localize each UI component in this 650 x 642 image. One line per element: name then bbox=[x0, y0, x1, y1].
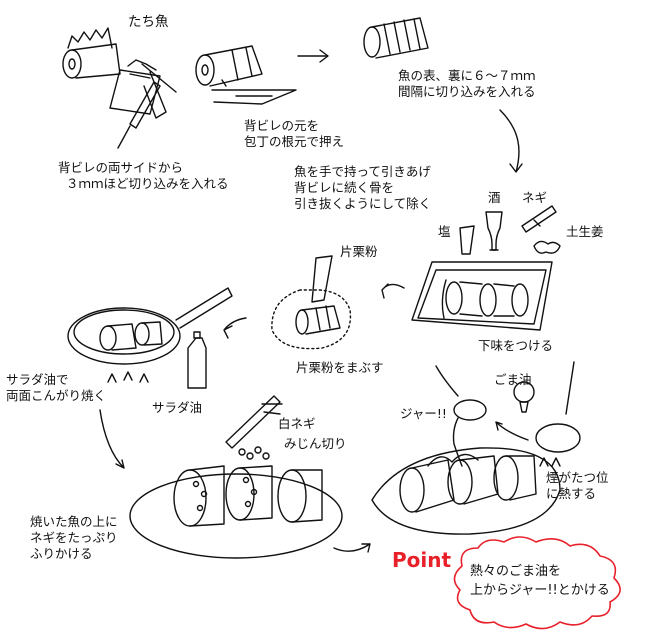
step1-line1: 背ビレの両サイドから bbox=[58, 160, 184, 175]
point-line1: 熱々のごま油を bbox=[470, 564, 562, 579]
heating-ladle-icon bbox=[535, 361, 581, 467]
step1-line2: ３ｍｍほど切り込みを入れる bbox=[66, 176, 229, 191]
point-bubble-icon bbox=[453, 536, 621, 630]
arrow-down-curve-icon bbox=[499, 109, 523, 173]
goma-oil-label: ごま油 bbox=[494, 372, 532, 387]
arrow-step8-to-9-icon bbox=[333, 543, 371, 553]
marinating-tray-icon bbox=[411, 261, 553, 331]
katakuriko-label: 片栗粉 bbox=[340, 244, 378, 259]
plate-sizzling-fish-icon bbox=[371, 447, 561, 535]
arrow-step7-to-8-icon bbox=[99, 409, 125, 469]
step8-label: 焼いた魚の上に ネギをたっぷり ふりかける bbox=[30, 514, 118, 562]
step4-line3: 引き抜くようにして除く bbox=[294, 196, 432, 211]
shiro-negi-label: 白ネギ bbox=[278, 416, 316, 431]
shiro-negi-icon bbox=[225, 395, 283, 449]
sfx-label: ジャー!! bbox=[400, 406, 447, 421]
sake-label: 酒 bbox=[488, 190, 501, 205]
fish-roll-with-fin-icon bbox=[62, 27, 121, 79]
goma-oil-bottle-icon bbox=[513, 381, 535, 413]
recipe-title: たち魚 bbox=[128, 14, 169, 30]
step2-line1: 背ビレの元を bbox=[244, 118, 320, 133]
step8-line1: 焼いた魚の上に bbox=[30, 514, 118, 529]
point-label: Point bbox=[392, 548, 452, 572]
step3-line2: 間隔に切り込みを入れる bbox=[398, 84, 536, 99]
step7-line2: 両面こんがり焼く bbox=[6, 388, 107, 403]
ginger-icon bbox=[533, 240, 561, 254]
step9-label: 煙がたつ位 に熱する bbox=[546, 470, 609, 502]
sake-bottle-icon bbox=[485, 211, 503, 251]
step2-line2: 包丁の根元で押え bbox=[244, 134, 345, 149]
knife-icon bbox=[117, 81, 161, 149]
sizzle-marks-icon bbox=[107, 371, 149, 383]
salt-shaker-icon bbox=[459, 225, 475, 255]
arrow-heat-to-pour-icon bbox=[495, 421, 529, 441]
step7-label: サラダ油で 両面こんがり焼く bbox=[6, 372, 106, 404]
step4-line1: 魚を手で持って引きあげ bbox=[294, 164, 431, 179]
arrow-step2-to-3-icon bbox=[297, 49, 329, 63]
ginger-label: 土生姜 bbox=[566, 224, 604, 239]
step3-line1: 魚の表、裏に６～７ｍｍ bbox=[398, 68, 536, 83]
step9-line2: に熱する bbox=[546, 486, 597, 501]
step8-line2: ネギをたっぷり bbox=[30, 530, 118, 545]
arrow-step6-to-7-icon bbox=[223, 317, 247, 339]
step5-label: 下味をつける bbox=[478, 338, 554, 353]
step6-label: 片栗粉をまぶす bbox=[296, 360, 384, 375]
step4-label: 魚を手で持って引きあげ 背ビレに続く骨を 引き抜くようにして除く bbox=[294, 164, 431, 212]
step4-line2: 背ビレに続く骨を bbox=[294, 180, 395, 195]
negi-label: ネギ bbox=[522, 190, 548, 205]
step7-line1: サラダ油で bbox=[6, 372, 69, 387]
point-text: 熱々のごま油を 上からジャー!!とかける bbox=[470, 562, 610, 600]
fish-roll-pressed-icon bbox=[195, 45, 297, 105]
frying-pan-icon bbox=[67, 287, 233, 365]
step9-line1: 煙がたつ位 bbox=[546, 470, 609, 485]
step8-line3: ふりかける bbox=[30, 546, 93, 561]
salt-label: 塩 bbox=[438, 224, 451, 239]
fish-roll-scored-icon bbox=[363, 17, 429, 59]
arrow-step5-to-6-icon bbox=[381, 283, 405, 299]
step2-label: 背ビレの元を 包丁の根元で押え bbox=[244, 118, 344, 150]
fish-cut-sides-icon bbox=[109, 59, 177, 119]
plate-fried-fish-icon bbox=[129, 465, 343, 559]
step1-label: 背ビレの両サイドから ３ｍｍほど切り込みを入れる bbox=[58, 160, 229, 192]
point-line2: 上からジャー!!とかける bbox=[470, 583, 610, 598]
step3-label: 魚の表、裏に６～７ｍｍ 間隔に切り込みを入れる bbox=[398, 68, 536, 100]
chopped-negi-icon bbox=[238, 446, 270, 460]
negi-icon bbox=[521, 205, 557, 233]
mijingiri-label: みじん切り bbox=[284, 436, 347, 451]
salad-oil-label: サラダ油 bbox=[152, 400, 203, 415]
salad-oil-bottle-icon bbox=[187, 331, 207, 389]
katakuriko-dusting-icon bbox=[271, 255, 352, 350]
